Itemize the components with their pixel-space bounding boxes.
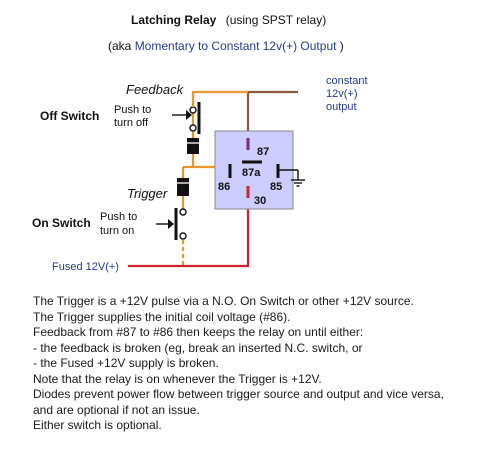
description-line: The Trigger is a +12V pulse via a N.O. O… — [33, 294, 414, 308]
output-label-line-3: output — [326, 101, 357, 113]
description-line: Diodes prevent power flow between trigge… — [33, 387, 444, 401]
output-label-line-1: constant — [326, 75, 368, 87]
pin-85-label: 85 — [270, 181, 282, 193]
diagram-title-note: (using SPST relay) — [226, 13, 326, 27]
push-on-line-1: Push to — [100, 211, 137, 223]
pin-86-label: 86 — [218, 181, 230, 193]
description-line: - the Fused +12V supply is broken. — [33, 356, 219, 370]
ground-symbol — [278, 169, 305, 187]
feedback-diode — [187, 138, 199, 154]
description-line: Either switch is optional. — [33, 418, 162, 432]
feedback-label: Feedback — [126, 82, 185, 97]
diagram-subtitle: (aka Momentary to Constant 12v(+) Output… — [108, 39, 344, 53]
description-line: - the feedback is broken (eg, break an i… — [33, 340, 363, 355]
trigger-diode — [177, 178, 189, 196]
fused-supply-wire — [128, 196, 250, 268]
push-off-line-2: turn off — [114, 117, 149, 129]
diagram-title: Latching Relay (using SPST relay) — [131, 13, 326, 27]
off-switch-label: Off Switch — [40, 109, 99, 123]
pin-87-label: 87 — [257, 146, 269, 158]
description-line: Feedback from #87 to #86 then keeps the … — [33, 325, 364, 339]
pin-87a-label: 87a — [242, 167, 261, 179]
fused-supply-label: Fused 12V(+) — [52, 261, 119, 273]
description-line: and are optional if not an issue. — [33, 402, 200, 417]
subtitle-highlight: Momentary to Constant 12v(+) Output — [135, 39, 337, 53]
off-switch[interactable] — [172, 92, 201, 134]
pin-30-label: 30 — [254, 195, 266, 207]
description-line: The Trigger supplies the initial coil vo… — [33, 309, 291, 324]
push-on-line-2: turn on — [100, 225, 134, 237]
output-label-line-2: 12v(+) — [326, 88, 358, 100]
description-text: The Trigger is a +12V pulse via a N.O. O… — [33, 294, 493, 434]
push-off-line-1: Push to — [114, 104, 151, 116]
feedback-wire-top — [191, 90, 248, 128]
description-line: Note that the relay is on whenever the T… — [33, 371, 322, 386]
on-switch[interactable] — [156, 208, 187, 240]
on-switch-label: On Switch — [32, 216, 91, 230]
trigger-label: Trigger — [127, 186, 168, 201]
